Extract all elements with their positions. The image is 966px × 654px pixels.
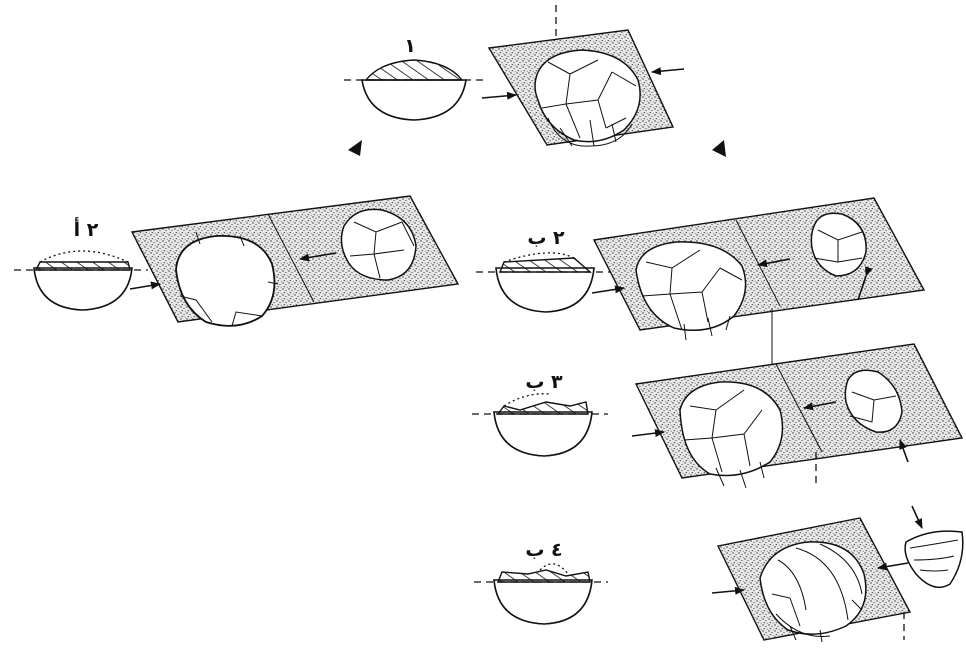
step3b-profile: [472, 393, 608, 457]
arrow-to-step2a: [348, 140, 362, 156]
step4b-label: ٤ ب: [525, 539, 562, 561]
step2a-profile: [14, 250, 148, 311]
step2a-label: ٢ أ: [74, 217, 99, 241]
step2b-label: ٢ ب: [527, 227, 565, 249]
step3b-split-block: [631, 343, 964, 489]
step1-profile: [344, 59, 484, 121]
step1-core-block: [481, 5, 685, 147]
detached-flake: [904, 505, 964, 589]
arrow-to-step2b: [712, 140, 726, 157]
step4b-profile: [474, 563, 608, 625]
step2b-profile: [476, 252, 610, 313]
step2b-split-block: [591, 197, 926, 372]
step3b-label: ٣ ب: [525, 371, 563, 393]
step2a-split-block: [129, 195, 460, 327]
step4b-core-block: [711, 517, 912, 643]
step1-label: ١: [404, 35, 416, 57]
